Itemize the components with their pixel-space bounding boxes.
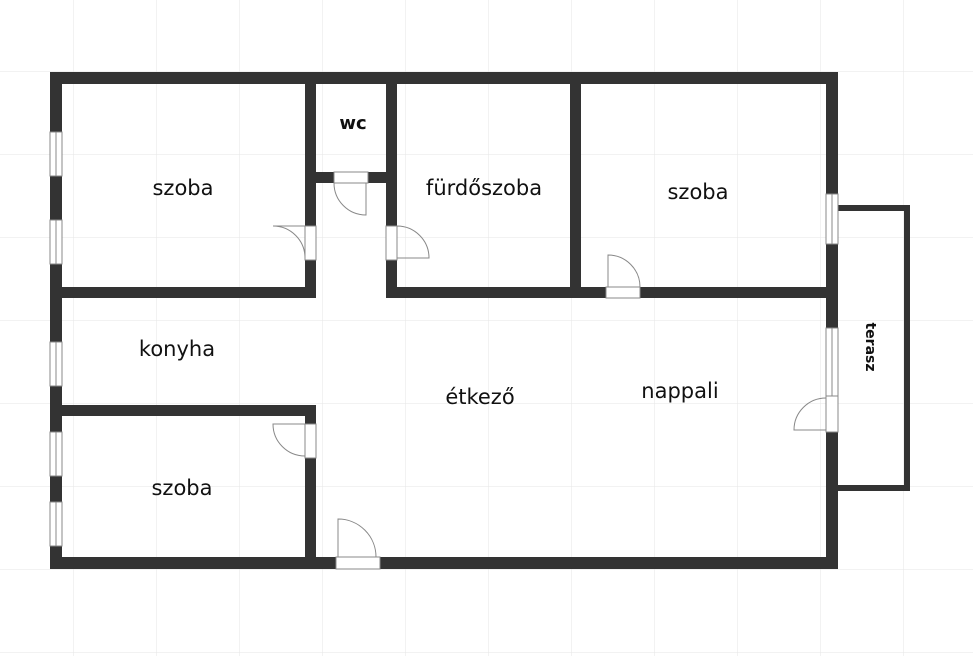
wall-bathroom-bedroom [570, 84, 581, 298]
label-bathroom: fürdőszoba [426, 176, 542, 200]
wall-bedroom-wc [305, 84, 316, 298]
label-bedroom-top-right: szoba [667, 180, 728, 204]
room-labels: szoba wc fürdőszoba szoba konyha étkező … [139, 113, 878, 500]
doors [272, 171, 839, 570]
wall-bedroom-kitchen [50, 287, 316, 298]
wall-wc-bathroom [386, 84, 397, 298]
door-gap-bedroom-top-right [605, 286, 641, 299]
door-swing-bathroom [396, 225, 430, 259]
label-bedroom-bottom-left: szoba [151, 476, 212, 500]
door-gap-entrance [335, 556, 381, 570]
door-swing-wc [333, 182, 367, 216]
label-bedroom-top-left: szoba [152, 176, 213, 200]
label-living: nappali [641, 379, 718, 403]
label-wc: wc [339, 113, 366, 134]
door-gap-bedroom-bottom [304, 423, 317, 459]
door-swing-bedroom-top-right [607, 254, 641, 288]
door-gap-wc [333, 171, 369, 184]
outer-wall-top [50, 72, 838, 84]
door-swing-entrance [337, 518, 377, 558]
outer-wall-right [826, 72, 838, 569]
door-frames [305, 172, 838, 569]
door-gap-bathroom [385, 225, 398, 261]
outer-wall-bottom [50, 557, 838, 569]
door-swing-bedroom-bottom [272, 423, 306, 457]
door-gap-bedroom-top-left [304, 225, 317, 261]
label-kitchen: konyha [139, 337, 215, 361]
door-swing-bedroom-top-left [272, 225, 306, 259]
wall-bottom-bedroom-right [305, 405, 316, 557]
door-gap-terrace [825, 395, 839, 433]
label-dining: étkező [445, 385, 514, 409]
label-terrace: terasz [862, 322, 878, 371]
terrace-outline [836, 205, 910, 491]
door-swing-terrace [793, 397, 827, 431]
wall-kitchen-bedroom [50, 405, 316, 416]
